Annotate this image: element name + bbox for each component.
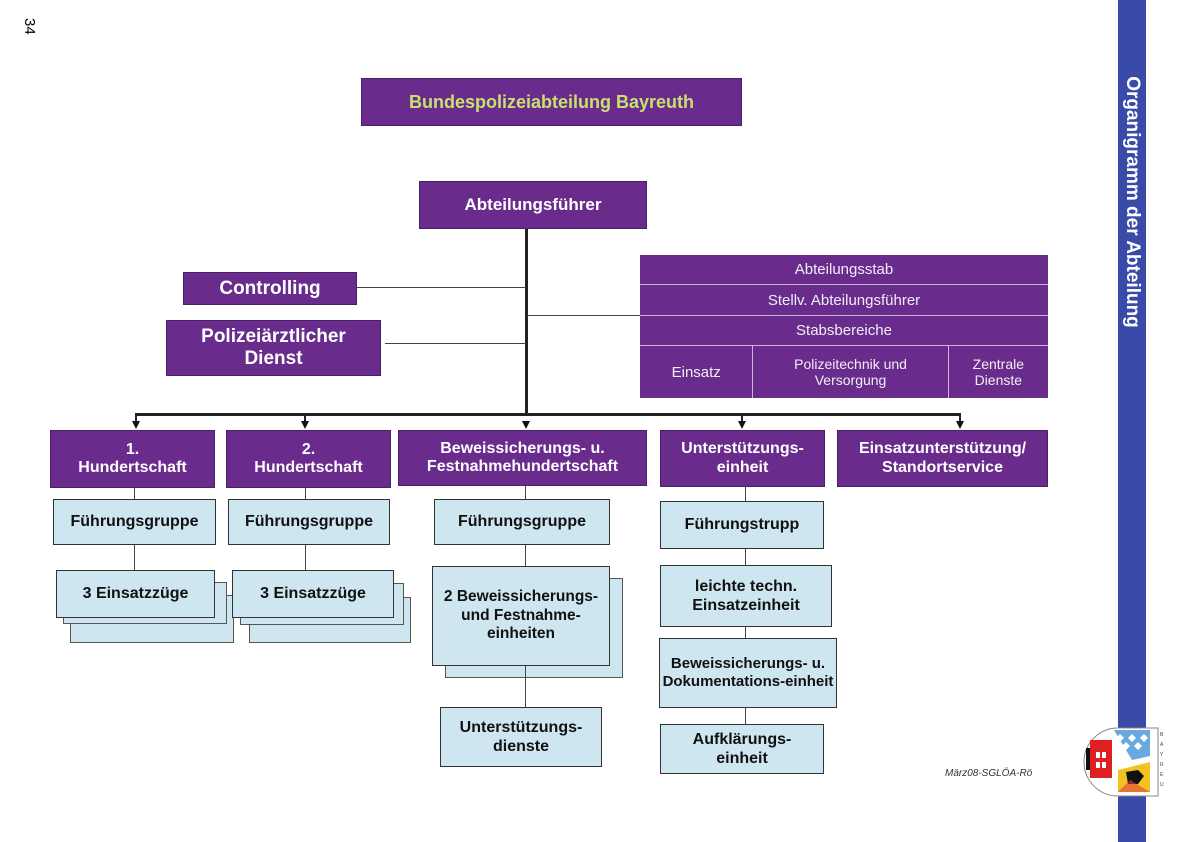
connector-u1-a bbox=[134, 488, 135, 499]
staff-block: Abteilungsstab Stellv. Abteilungsführer … bbox=[640, 255, 1048, 398]
coat-of-arms-icon: B A Y R E U bbox=[1080, 726, 1170, 798]
staff-area-technik: Polizeitechnik und Versorgung bbox=[753, 346, 949, 398]
unit-3-sub-1: 2 Beweissicherungs- und Festnahme-einhei… bbox=[432, 566, 610, 666]
connector-distribution bbox=[135, 413, 961, 416]
connector-u3-b bbox=[525, 545, 526, 566]
connector-u1-b bbox=[134, 545, 135, 570]
side-banner-text: Organigramm der Abteilung bbox=[1122, 76, 1143, 328]
unit-1-line1: 1. bbox=[125, 440, 140, 458]
connector-u4-d bbox=[745, 708, 746, 724]
unit-5-box: Einsatzunterstützung/ Standortservice bbox=[837, 430, 1048, 487]
medical-label: Polizeiärztlicher Dienst bbox=[201, 326, 346, 369]
arrow-3 bbox=[522, 421, 530, 429]
connector-drop-2 bbox=[304, 413, 306, 423]
unit-1-box: 1. Hundertschaft bbox=[50, 430, 215, 488]
unit-4-line2: einheit bbox=[716, 458, 769, 476]
connector-u2-b bbox=[305, 545, 306, 570]
connector-controlling bbox=[357, 287, 526, 288]
staff-deputy: Stellv. Abteilungsführer bbox=[640, 285, 1048, 316]
unit-2-sub-1: 3 Einsatzzüge bbox=[232, 570, 394, 618]
staff-area-zentrale: Zentrale Dienste bbox=[948, 346, 1048, 398]
unit-3-line1: Beweissicherungs- u. bbox=[440, 439, 605, 457]
unit-1-line2: Hundertschaft bbox=[78, 459, 187, 476]
connector-u3-c bbox=[525, 666, 526, 707]
svg-text:R: R bbox=[1160, 762, 1164, 768]
footer-code: März08-SGLÖA-Rö bbox=[945, 768, 1033, 779]
connector-staff bbox=[527, 315, 640, 316]
diagram-title: Bundespolizeiabteilung Bayreuth bbox=[361, 78, 742, 126]
staff-areas-title: Stabsbereiche bbox=[640, 316, 1048, 346]
svg-text:A: A bbox=[1160, 742, 1164, 748]
unit-2-box: 2. Hundertschaft bbox=[226, 430, 391, 488]
unit-3-line2: Festnahmehundertschaft bbox=[426, 458, 619, 475]
unit-4-line1: Unterstützungs- bbox=[681, 440, 804, 458]
unit-4-sub-1: leichte techn. Einsatzeinheit bbox=[660, 565, 832, 627]
side-banner bbox=[1118, 0, 1146, 842]
unit-2-line1: 2. bbox=[301, 440, 316, 458]
connector-main bbox=[525, 229, 528, 415]
connector-u4-b bbox=[745, 549, 746, 565]
staff-area-einsatz: Einsatz bbox=[640, 346, 754, 398]
unit-3-sub-0: Führungsgruppe bbox=[434, 499, 610, 545]
unit-4-sub-2: Beweissicherungs- u. Dokumentations-einh… bbox=[659, 638, 837, 708]
arrow-2 bbox=[301, 421, 309, 429]
arrow-4 bbox=[738, 421, 746, 429]
unit-3-box: Beweissicherungs- u. Festnahmehundertsch… bbox=[398, 430, 647, 486]
unit-2-sub-0: Führungsgruppe bbox=[228, 499, 390, 545]
unit-1-sub-1: 3 Einsatzzüge bbox=[56, 570, 215, 618]
arrow-5 bbox=[956, 421, 964, 429]
svg-text:B: B bbox=[1160, 732, 1164, 738]
page-number: 34 bbox=[21, 18, 38, 35]
medical-box: Polizeiärztlicher Dienst bbox=[166, 320, 381, 376]
unit-4-box: Unterstützungs- einheit bbox=[660, 430, 825, 487]
controlling-box: Controlling bbox=[183, 272, 357, 305]
connector-u2-a bbox=[305, 488, 306, 499]
connector-u4-a bbox=[745, 487, 746, 501]
arrow-1 bbox=[132, 421, 140, 429]
unit-2-line2: Hundertschaft bbox=[254, 459, 363, 476]
unit-5-line2: Standortservice bbox=[882, 458, 1003, 476]
connector-drop-1 bbox=[135, 413, 137, 423]
unit-4-sub-0: Führungstrupp bbox=[660, 501, 824, 549]
svg-text:Y: Y bbox=[1160, 752, 1164, 758]
svg-text:E: E bbox=[1160, 772, 1164, 778]
head-box: Abteilungsführer bbox=[419, 181, 647, 229]
connector-u4-c bbox=[745, 627, 746, 638]
connector-medical bbox=[385, 343, 526, 344]
connector-drop-5 bbox=[959, 413, 961, 423]
connector-drop-4 bbox=[741, 413, 743, 423]
staff-title: Abteilungsstab bbox=[640, 255, 1048, 285]
svg-text:U: U bbox=[1160, 782, 1164, 788]
unit-4-sub-3: Aufklärungs-einheit bbox=[660, 724, 824, 774]
unit-5-line1: Einsatzunterstützung/ bbox=[858, 440, 1027, 458]
unit-3-sub-2: Unterstützungs-dienste bbox=[440, 707, 602, 767]
unit-1-sub-0: Führungsgruppe bbox=[53, 499, 216, 545]
connector-u3-a bbox=[525, 486, 526, 499]
